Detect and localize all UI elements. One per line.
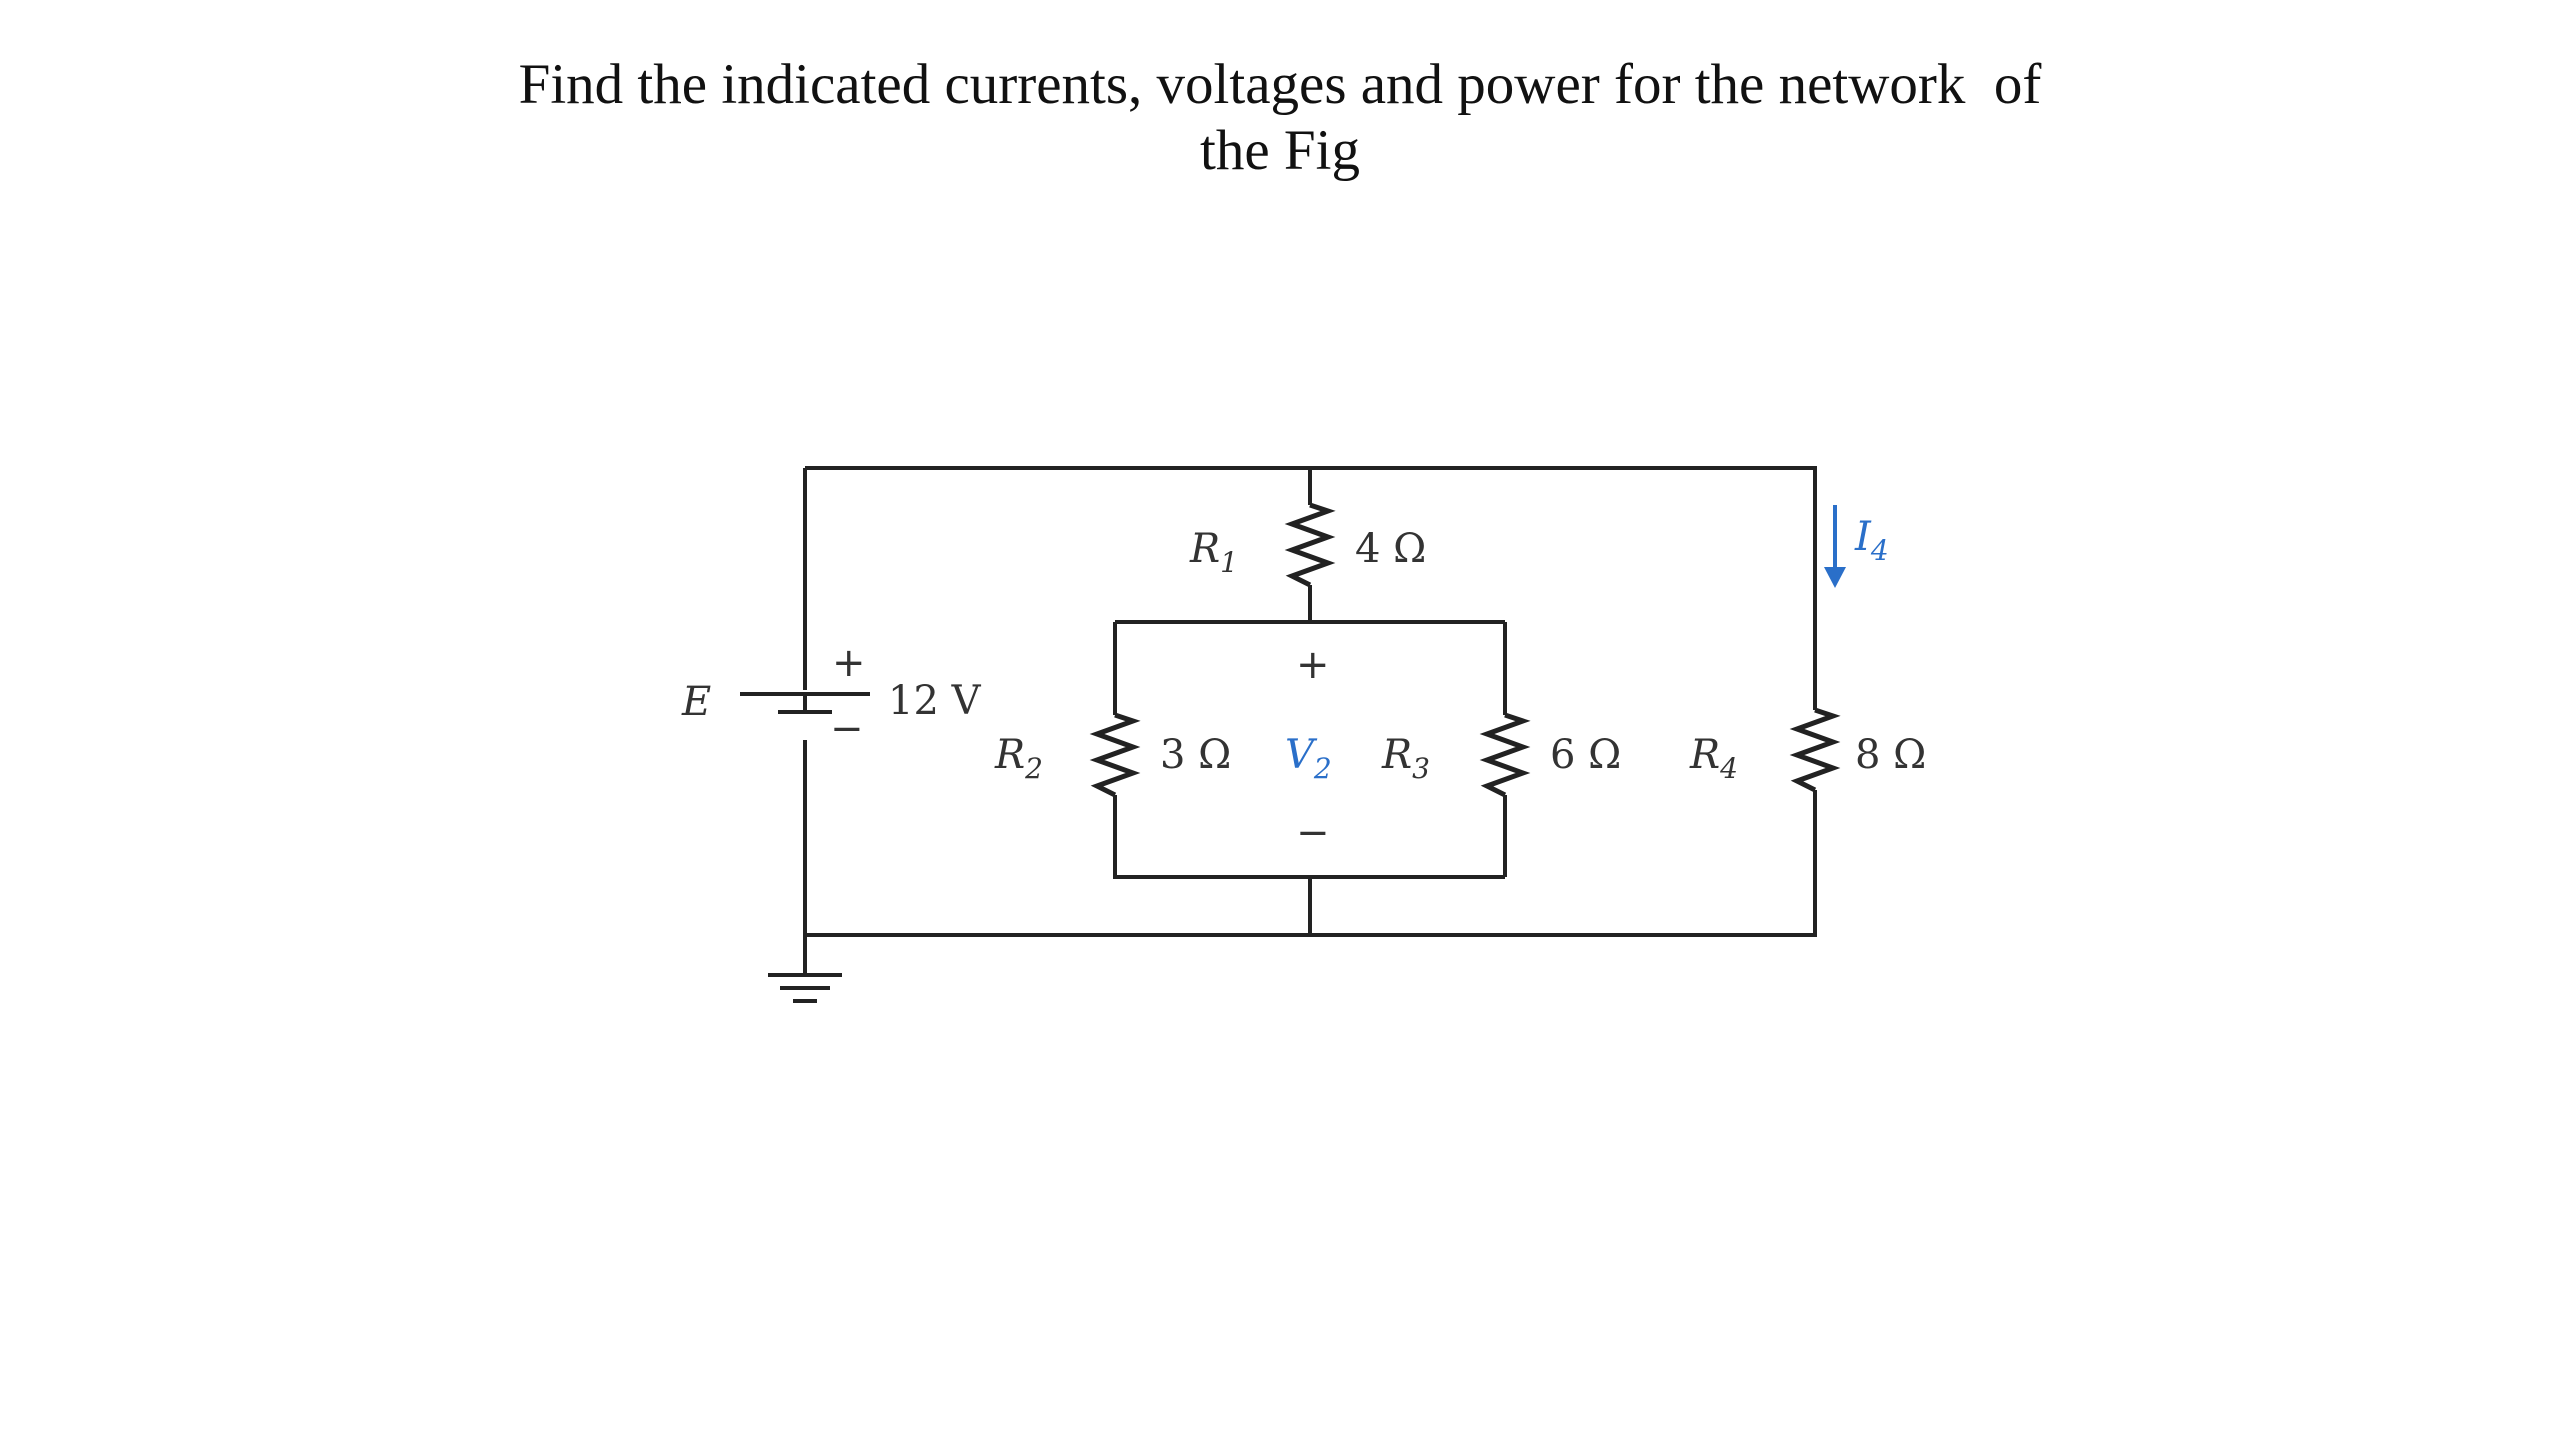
question-text: Find the indicated currents, voltages an… — [0, 52, 2560, 184]
source-value: 12 V — [888, 678, 982, 724]
i4-label: I4 — [1854, 514, 1889, 567]
r4-value: 8 Ω — [1855, 732, 1926, 778]
ground-icon — [768, 965, 842, 1003]
r3-value: 6 Ω — [1550, 732, 1621, 778]
resistor-r2-symbol — [1089, 712, 1141, 798]
v2-label: V2 — [1285, 732, 1332, 785]
question-line-1: Find the indicated currents, voltages an… — [518, 53, 2042, 116]
resistor-r1-symbol — [1284, 502, 1336, 588]
current-arrow-icon — [1824, 505, 1846, 588]
question-line-2: the Fig — [1200, 119, 1360, 182]
source-minus-sign: − — [830, 706, 864, 752]
inner-parallel-wires — [1113, 620, 1507, 935]
v2-minus-sign: − — [1296, 810, 1330, 856]
r4-label: R4 — [1689, 732, 1738, 785]
r1-value: 4 Ω — [1355, 526, 1426, 572]
r2-label: R2 — [994, 732, 1043, 785]
resistor-r4-symbol — [1789, 707, 1841, 793]
source-plus-sign: + — [832, 640, 866, 686]
outer-wires — [803, 466, 1817, 965]
v2-plus-sign: + — [1296, 642, 1330, 688]
r1-label: R1 — [1189, 526, 1238, 579]
r2-value: 3 Ω — [1160, 732, 1231, 778]
r3-label: R3 — [1381, 732, 1430, 785]
resistor-r3-symbol — [1479, 712, 1531, 798]
source-label: E — [681, 679, 711, 725]
